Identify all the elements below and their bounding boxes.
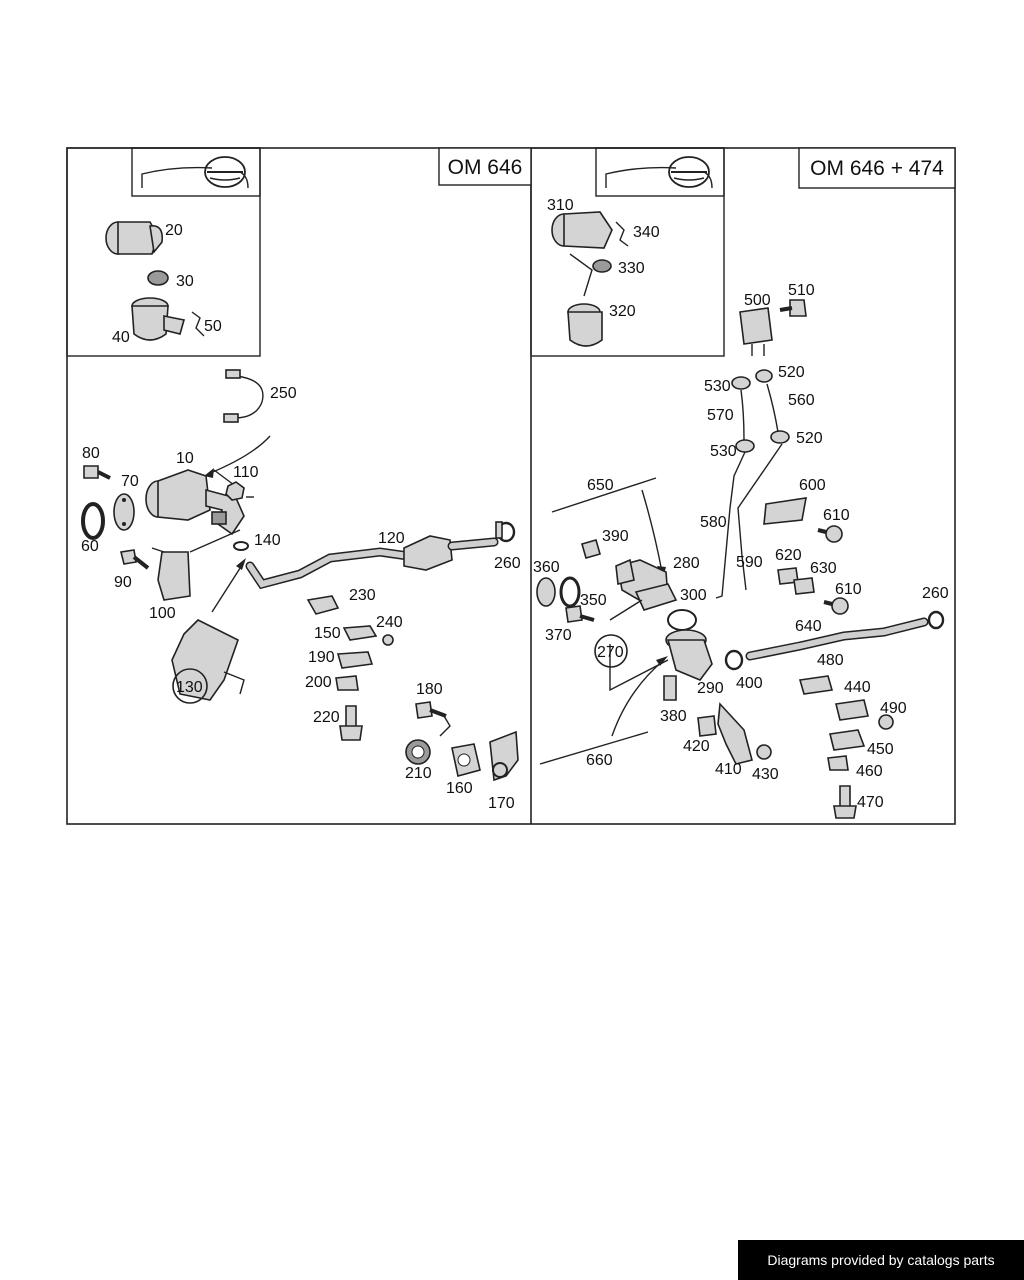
callout-360: 360 bbox=[533, 559, 560, 576]
callout-650: 650 bbox=[587, 477, 614, 494]
callout-120: 120 bbox=[378, 530, 405, 547]
callout-500: 500 bbox=[744, 292, 771, 309]
callout-200: 200 bbox=[305, 674, 332, 691]
callout-20: 20 bbox=[165, 222, 183, 239]
callout-480: 480 bbox=[817, 652, 844, 669]
callout-530-bottom: 530 bbox=[710, 443, 737, 460]
callout-150: 150 bbox=[314, 625, 341, 642]
callout-590: 590 bbox=[736, 554, 763, 571]
callout-110: 110 bbox=[233, 464, 259, 481]
callout-90: 90 bbox=[114, 574, 132, 591]
callout-410: 410 bbox=[715, 761, 742, 778]
callout-260-left: 260 bbox=[494, 555, 521, 572]
callout-220: 220 bbox=[313, 709, 340, 726]
callout-660: 660 bbox=[586, 752, 613, 769]
callout-260-right: 260 bbox=[922, 585, 949, 602]
callout-labels: 20 30 40 50 250 80 70 10 110 60 140 120 … bbox=[81, 197, 949, 812]
callout-210: 210 bbox=[405, 765, 432, 782]
callout-230: 230 bbox=[349, 587, 376, 604]
model-label-left: OM 646 bbox=[448, 156, 523, 179]
callout-400: 400 bbox=[736, 675, 763, 692]
callout-290: 290 bbox=[697, 680, 724, 697]
callout-490: 490 bbox=[880, 700, 907, 717]
model-box-right bbox=[798, 147, 956, 189]
callout-640: 640 bbox=[795, 618, 822, 635]
callout-50: 50 bbox=[204, 318, 222, 335]
callout-600: 600 bbox=[799, 477, 826, 494]
callout-390: 390 bbox=[602, 528, 629, 545]
model-box-left bbox=[438, 147, 532, 186]
credit-badge: Diagrams provided by catalogs parts bbox=[738, 1240, 1024, 1280]
callout-510: 510 bbox=[788, 282, 815, 299]
callout-10: 10 bbox=[176, 450, 194, 467]
callout-240: 240 bbox=[376, 614, 403, 631]
callout-630: 630 bbox=[810, 560, 837, 577]
callout-130: 130 bbox=[176, 679, 203, 696]
vehicle-steering-icon bbox=[141, 156, 249, 189]
callout-160: 160 bbox=[446, 780, 473, 797]
callout-70: 70 bbox=[121, 473, 139, 490]
vehicle-icon-box-left bbox=[131, 147, 261, 197]
callout-60: 60 bbox=[81, 538, 99, 555]
callout-450: 450 bbox=[867, 741, 894, 758]
callout-140: 140 bbox=[254, 532, 281, 549]
callout-460: 460 bbox=[856, 763, 883, 780]
callout-530-top: 530 bbox=[704, 378, 731, 395]
callout-170: 170 bbox=[488, 795, 515, 812]
callout-340: 340 bbox=[633, 224, 660, 241]
callout-440: 440 bbox=[844, 679, 871, 696]
callout-280: 280 bbox=[673, 555, 700, 572]
vehicle-steering-icon bbox=[605, 156, 713, 189]
callout-610-top: 610 bbox=[823, 507, 850, 524]
callout-570: 570 bbox=[707, 407, 734, 424]
callout-520-bottom: 520 bbox=[796, 430, 823, 447]
callout-40: 40 bbox=[112, 329, 130, 346]
callout-520-top: 520 bbox=[778, 364, 805, 381]
callout-300: 300 bbox=[680, 587, 707, 604]
callout-420: 420 bbox=[683, 738, 710, 755]
callout-330: 330 bbox=[618, 260, 645, 277]
callout-560: 560 bbox=[788, 392, 815, 409]
callout-620: 620 bbox=[775, 547, 802, 564]
callout-470: 470 bbox=[857, 794, 884, 811]
callout-380: 380 bbox=[660, 708, 687, 725]
parts-right bbox=[536, 211, 945, 819]
callout-270: 270 bbox=[597, 644, 624, 661]
callout-250: 250 bbox=[270, 385, 297, 402]
callout-610-bottom: 610 bbox=[835, 581, 862, 598]
callout-100: 100 bbox=[149, 605, 176, 622]
callout-80: 80 bbox=[82, 445, 100, 462]
callout-180: 180 bbox=[416, 681, 443, 698]
vehicle-icon-box-right bbox=[595, 147, 725, 197]
callout-350: 350 bbox=[580, 592, 607, 609]
callout-320: 320 bbox=[609, 303, 636, 320]
callout-30: 30 bbox=[176, 273, 194, 290]
callout-190: 190 bbox=[308, 649, 335, 666]
parts-left bbox=[81, 221, 519, 782]
callout-310: 310 bbox=[547, 197, 574, 214]
callout-370: 370 bbox=[545, 627, 572, 644]
callout-430: 430 bbox=[752, 766, 779, 783]
callout-580: 580 bbox=[700, 514, 727, 531]
model-label-right: OM 646 + 474 bbox=[810, 157, 944, 180]
